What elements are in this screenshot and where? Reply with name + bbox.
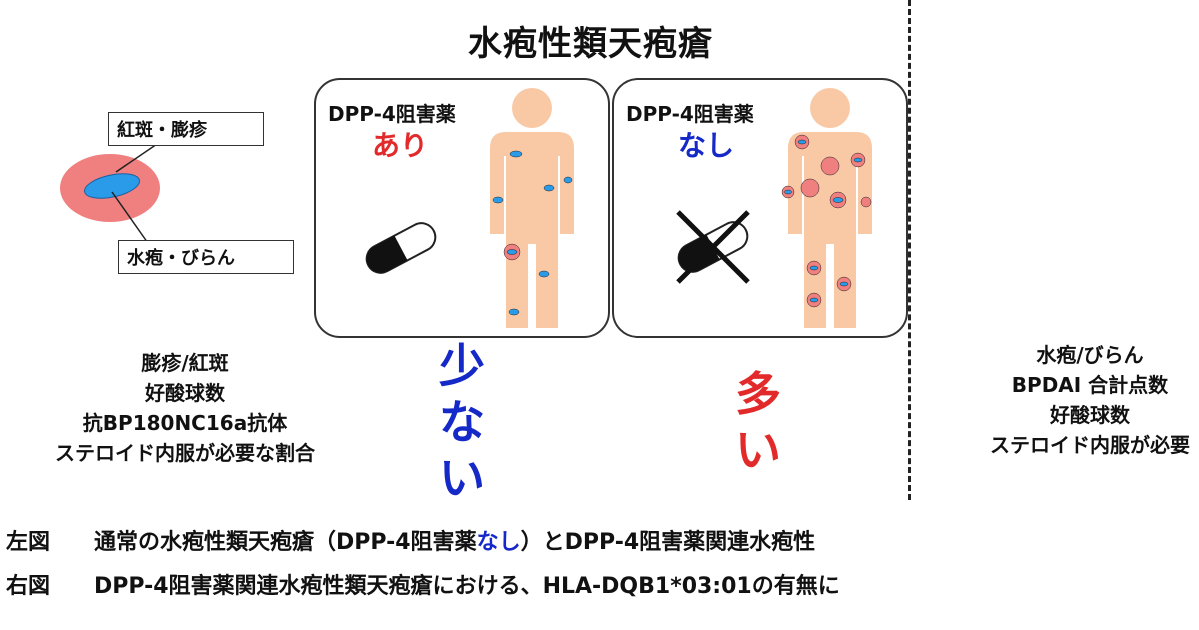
erythema-pointer-line [115,141,161,173]
crossed-capsule-icon [676,210,750,284]
metric-item: 抗BP180NC16a抗体 [82,411,288,435]
comparison-few: 少 な い [439,339,485,505]
metric-item: 膨疹/紅斑 [141,351,229,375]
body-figure-with-drug [490,88,574,328]
panel-with-dpp4: DPP-4阻害薬 あり [314,78,610,338]
right-metric-list: 水疱/びらん BPDAI 合計点数 好酸球数 ステロイド内服が必要 [930,340,1199,460]
metric-item: 好酸球数 [145,381,225,405]
left-metric-list: 膨疹/紅斑 好酸球数 抗BP180NC16a抗体 ステロイド内服が必要な割合 [0,348,370,468]
blister-lesion [84,173,140,199]
capsule-icon [365,222,437,274]
metric-item: ステロイド内服が必要な割合 [55,441,315,465]
panel-drug-label: DPP-4阻害薬 [328,102,456,126]
blister-pointer-line [111,191,151,247]
metric-item: 水疱/びらん [1036,343,1144,367]
diagram-title: 水疱性類天疱瘡 [468,24,713,64]
panel-status-present: あり [372,129,429,162]
legend-blister-label: 水疱・びらん [118,240,294,274]
caption-left-figure: 左図通常の水疱性類天疱瘡（DPP-4阻害薬なし）とDPP-4阻害薬関連水疱性 [6,524,815,556]
panel-without-dpp4: DPP-4阻害薬 なし [612,78,908,338]
caption-label: 左図 [6,530,51,555]
section-divider [908,0,911,500]
caption-label: 右図 [6,574,51,599]
lesion-legend-graphic [60,141,161,247]
panel-drug-label: DPP-4阻害薬 [626,102,754,126]
legend-erythema-label: 紅斑・膨疹 [108,112,264,146]
metric-item: ステロイド内服が必要 [990,433,1190,457]
metric-item: BPDAI 合計点数 [1011,373,1169,397]
panel-status-absent: なし [678,129,735,162]
comparison-many: 多 い [735,367,781,477]
metric-item: 好酸球数 [1050,403,1130,427]
body-figure-without-drug [781,88,872,328]
